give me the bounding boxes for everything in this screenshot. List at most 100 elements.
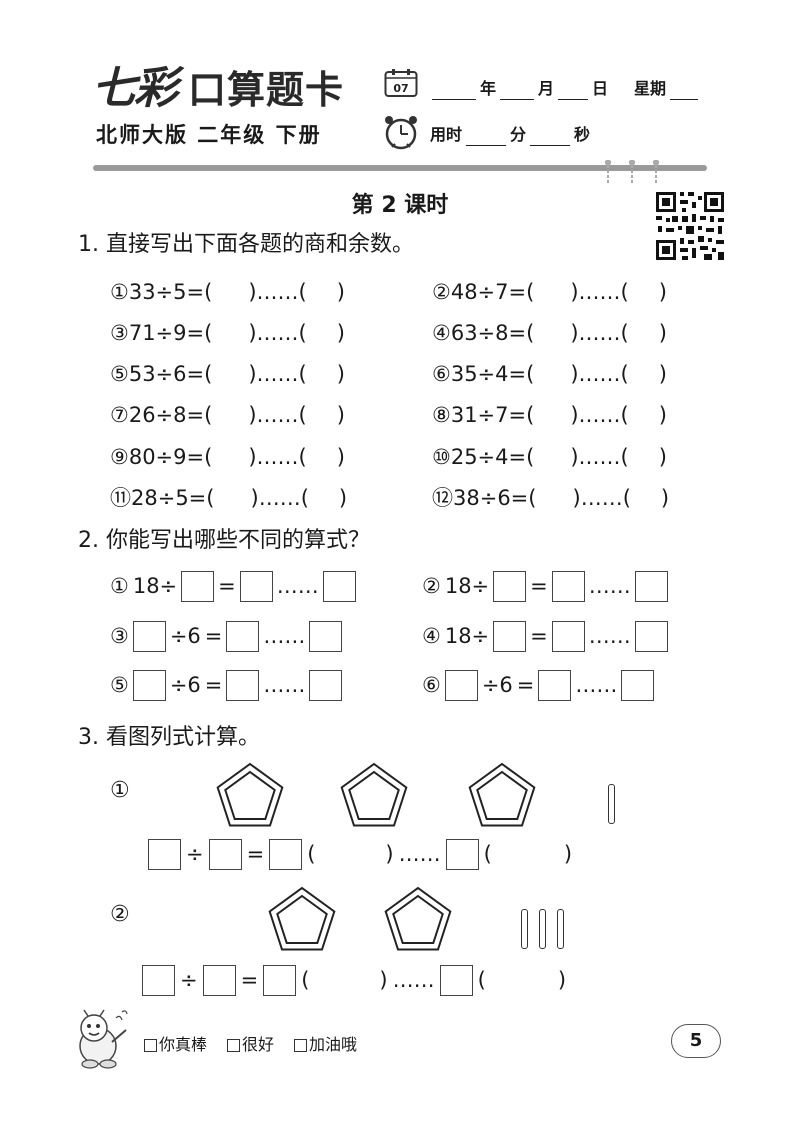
month-label: 月: [538, 79, 555, 98]
open-paren: (: [204, 403, 213, 427]
divisor-box[interactable]: [202, 964, 236, 996]
header-divider: [93, 165, 707, 171]
open-paren: (: [298, 445, 307, 469]
division-sign: ÷: [180, 968, 198, 992]
ellipsis: ……: [580, 486, 623, 510]
problem-number: ②: [432, 280, 451, 304]
remainder-box[interactable]: [309, 620, 343, 652]
dividend-box[interactable]: [142, 964, 175, 996]
problem-expression: 48÷7=: [450, 280, 527, 304]
quotient-box[interactable]: [226, 620, 260, 652]
divisor-box[interactable]: [493, 620, 527, 652]
division-problem: ⑩25÷4=()……(): [432, 440, 667, 474]
mascot-icon: [79, 1009, 128, 1069]
ellipsis: ……: [258, 486, 301, 510]
ellipsis: ……: [578, 321, 621, 345]
open-paren: (: [204, 362, 213, 386]
open-paren: (: [298, 280, 307, 304]
qr-code-icon[interactable]: [654, 190, 726, 262]
equals-sign: =: [218, 574, 236, 598]
quotient-box[interactable]: [226, 669, 260, 701]
ellipsis: ……: [256, 403, 299, 427]
division-problem: ①33÷5=()……(): [110, 275, 345, 309]
close-paren: ): [658, 321, 667, 345]
seconds-blank[interactable]: [530, 128, 571, 146]
division-problem: ②48÷7=()……(): [432, 275, 667, 309]
stick-pentagon-icon: [268, 886, 336, 951]
divisor-box[interactable]: [208, 838, 242, 870]
year-blank[interactable]: [432, 82, 476, 100]
stick-icon: [557, 909, 564, 949]
equals-sign: =: [530, 574, 548, 598]
dividend-box[interactable]: [132, 620, 166, 652]
stick-icon: [539, 909, 546, 949]
minutes-label: 分: [510, 125, 527, 144]
remainder-box[interactable]: [634, 620, 668, 652]
remainder-box[interactable]: [634, 570, 668, 602]
remainder-box[interactable]: [621, 669, 655, 701]
quotient-box[interactable]: [239, 570, 273, 602]
dividend-box[interactable]: [444, 669, 478, 701]
pin-icon: [629, 160, 635, 184]
open-paren: (: [526, 445, 535, 469]
remainder-box[interactable]: [445, 838, 479, 870]
brand-logo-title: 口算题卡: [188, 68, 345, 112]
remainder-box[interactable]: [322, 570, 356, 602]
open-paren: (: [483, 842, 492, 866]
weekday-label: 星期: [634, 79, 667, 98]
month-blank[interactable]: [500, 82, 535, 100]
brand-logo: 七彩 口算题卡: [92, 66, 362, 113]
dividend-box[interactable]: [132, 669, 166, 701]
quotient-box[interactable]: [551, 620, 585, 652]
problem-number: ①: [110, 280, 129, 304]
open-paren: (: [204, 280, 213, 304]
equals-sign: =: [530, 624, 548, 648]
problem-number: ⑨: [110, 445, 129, 469]
checkbox-icon[interactable]: [227, 1038, 241, 1052]
divisor-box[interactable]: [181, 570, 215, 602]
stick-icon: [608, 784, 615, 824]
ellipsis: ……: [392, 968, 435, 992]
pin-icon: [653, 160, 659, 184]
quotient-box[interactable]: [551, 570, 585, 602]
problem-expression: 33÷5=: [128, 280, 205, 304]
division-problem: ⑤53÷6=()……(): [110, 357, 345, 391]
quotient-box[interactable]: [269, 838, 303, 870]
remainder-box[interactable]: [439, 964, 473, 996]
close-paren: ): [336, 403, 345, 427]
open-paren: (: [204, 321, 213, 345]
quotient-box[interactable]: [538, 669, 572, 701]
checkbox-icon[interactable]: [294, 1038, 308, 1052]
division-problem: ⑧31÷7=()……(): [432, 398, 667, 432]
open-paren: (: [620, 445, 629, 469]
time-used-label: 用时: [430, 125, 463, 144]
ellipsis: ……: [263, 673, 306, 697]
close-paren: ): [658, 403, 667, 427]
rating-option-good[interactable]: 很好: [227, 1034, 274, 1056]
minutes-blank[interactable]: [466, 128, 507, 146]
stick-pentagon-icon: [340, 762, 408, 827]
close-paren: ): [570, 321, 579, 345]
close-paren: ): [658, 362, 667, 386]
division-problem: ⑫38÷6=()……(): [432, 481, 669, 515]
division-problem: ⑥35÷4=()……(): [432, 357, 667, 391]
division-problem: ④63÷8=()……(): [432, 316, 667, 350]
section-3-heading: 3. 看图列式计算。: [78, 725, 260, 750]
problem-number: ④: [432, 321, 451, 345]
problem-expression: 31÷7=: [450, 403, 527, 427]
day-blank[interactable]: [558, 82, 589, 100]
equals-sign: =: [246, 842, 265, 866]
self-rating: 你真棒 很好 加油哦: [144, 1034, 357, 1056]
dividend-box[interactable]: [148, 838, 181, 870]
weekday-blank[interactable]: [670, 82, 699, 100]
open-paren: (: [620, 362, 629, 386]
section-1-heading: 1. 直接写出下面各题的商和余数。: [78, 232, 414, 257]
quotient-box[interactable]: [263, 964, 297, 996]
problem-number: ⑥: [432, 362, 451, 386]
divisor-box[interactable]: [493, 570, 527, 602]
checkbox-icon[interactable]: [144, 1038, 157, 1052]
remainder-box[interactable]: [309, 669, 343, 701]
rating-option-keep-going[interactable]: 加油哦: [294, 1034, 357, 1056]
rating-option-great[interactable]: 你真棒: [144, 1034, 207, 1056]
